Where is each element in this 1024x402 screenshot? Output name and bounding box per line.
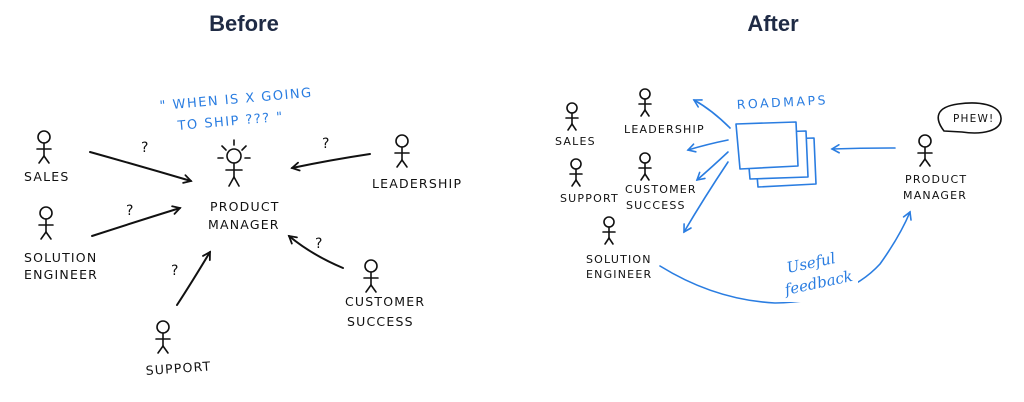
question-mark-support: ? [171,263,178,279]
arrow-roadmaps-to-solution [683,161,729,234]
question-mark-leadership: ? [322,136,329,152]
after-solution-label-line1: SOLUTION [586,253,652,266]
support-stick-figure-icon [155,320,171,354]
speech-bubble: PHEW! [937,102,1002,134]
after-pm-label-line1: PRODUCT [905,173,967,186]
after-solution-engineer-stick-figure-icon [602,216,616,245]
roadmaps-label: ROADMAPS [736,92,828,112]
sales-stick-figure-icon [36,130,52,164]
arrow-roadmaps-to-leadership [692,99,731,129]
question-mark-cs: ? [315,236,322,252]
leadership-label: LEADERSHIP [372,176,462,191]
pm-quote-line2: TO SHIP ??? " [176,110,284,134]
arrow-roadmaps-to-cs [695,151,729,182]
after-leadership-label: LEADERSHIP [624,123,705,136]
arrow-leadership-to-pm [290,153,371,172]
pm-quote-line1: " WHEN IS X GOING [159,86,313,114]
after-customer-success-stick-figure-icon [638,152,652,181]
after-sales-label: SALES [555,135,596,148]
sales-label: SALES [24,169,70,184]
before-title: Before [209,11,279,36]
support-label: SUPPORT [145,358,212,378]
arrow-solution-to-pm [91,205,182,237]
after-cs-label-line1: CUSTOMER [625,183,697,196]
arrow-support-to-pm [176,250,211,306]
after-support-label: SUPPORT [560,192,619,205]
pm-label-line2: MANAGER [208,217,280,232]
after-title: After [747,11,799,36]
arrow-cs-to-pm [287,234,344,269]
useful-feedback-label: Useful feedback [776,249,858,302]
after-panel: After ROADMAPS SALES LEADERSHIP [555,11,1002,304]
question-mark-sales: ? [141,140,148,156]
roadmap-documents-icon [735,121,817,188]
after-product-manager-stick-figure-icon [917,134,933,167]
cs-label-line2: SUCCESS [347,314,414,329]
pm-label-line1: PRODUCT [210,199,280,214]
solution-label-line2: ENGINEER [24,267,98,282]
speech-bubble-text: PHEW! [953,113,994,125]
after-support-stick-figure-icon [569,158,583,187]
solution-engineer-stick-figure-icon [38,206,54,240]
leadership-stick-figure-icon [394,134,410,168]
customer-success-stick-figure-icon [363,259,379,293]
solution-label-line1: SOLUTION [24,250,97,265]
arrow-sales-to-pm [89,151,193,184]
cs-label-line1: CUSTOMER [345,294,425,309]
after-cs-label-line2: SUCCESS [626,199,686,212]
question-mark-solution: ? [126,203,133,219]
after-pm-label-line2: MANAGER [903,189,967,202]
arrow-roadmaps-to-sales [686,139,729,153]
after-solution-label-line2: ENGINEER [586,268,652,281]
after-leadership-stick-figure-icon [638,88,652,117]
after-sales-stick-figure-icon [565,102,579,131]
arrow-pm-to-roadmaps [830,143,896,154]
before-panel: Before " WHEN IS X GOING TO SHIP ??? " S… [24,11,462,378]
product-manager-stick-figure-icon [217,139,251,187]
